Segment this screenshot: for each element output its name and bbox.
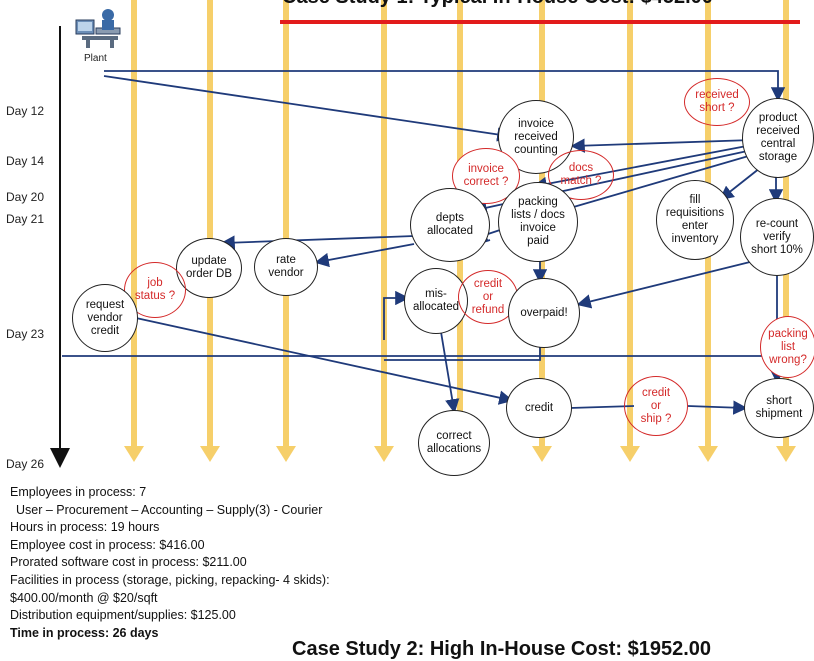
day-label: Day 26 <box>6 457 45 471</box>
day-label: Day 12 <box>6 104 45 118</box>
day-label: Day 21 <box>6 212 45 226</box>
plant-label: Plant <box>84 53 107 64</box>
stat-software-cost: Prorated software cost in process: $211.… <box>10 555 247 570</box>
day-label: Day 23 <box>6 327 45 341</box>
stat-distribution: Distribution equipment/supplies: $125.00 <box>10 608 236 623</box>
node-misallocated: mis- allocated <box>404 268 468 334</box>
node-request-vendor: request vendor credit <box>72 284 138 352</box>
stat-hours: Hours in process: 19 hours <box>10 520 160 535</box>
node-credit: credit <box>506 378 572 438</box>
node-short-shipment: short shipment <box>744 378 814 438</box>
workstation-icon <box>75 9 121 48</box>
node-recount: re-count verify short 10% <box>740 198 814 276</box>
node-packing-wrong: packing list wrong? <box>760 316 814 378</box>
case-study-2-title: Case Study 2: High In-House Cost: $1952.… <box>292 638 712 660</box>
node-credit-or-ship: credit or ship ? <box>624 376 688 436</box>
stat-time: Time in process: 26 days <box>10 625 159 640</box>
title-underline <box>280 20 800 24</box>
node-update-order: update order DB <box>176 238 242 298</box>
node-packing-lists: packing lists / docs invoice paid <box>498 182 578 262</box>
day-label: Day 14 <box>6 154 45 168</box>
node-fill-requisitions: fill requisitions enter inventory <box>656 180 734 260</box>
node-rate-vendor: rate vendor <box>254 238 318 296</box>
stat-roles: User – Procurement – Accounting – Supply… <box>16 502 323 517</box>
node-invoice-correct: invoice correct ? <box>452 148 520 204</box>
node-docs-match: docs match ? <box>548 150 614 200</box>
stat-facilities: Facilities in process (storage, picking,… <box>10 572 330 587</box>
node-overpaid: overpaid! <box>508 278 580 348</box>
process-stats: Employees in process: 7 User – Procureme… <box>10 484 330 642</box>
node-product-received: product received central storage <box>742 98 814 178</box>
stat-employee-cost: Employee cost in process: $416.00 <box>10 537 205 552</box>
day-label: Day 20 <box>6 190 45 204</box>
stat-facilities-rate: $400.00/month @ $20/sqft <box>10 590 158 605</box>
node-received-short: received short ? <box>684 78 750 126</box>
case-study-1-title: Case Study 1: Typical In-House Cost: $45… <box>282 0 713 9</box>
node-correct-allocations: correct allocations <box>418 410 490 476</box>
node-depts-allocated: depts allocated <box>410 188 490 262</box>
stat-employees: Employees in process: 7 <box>10 485 147 499</box>
